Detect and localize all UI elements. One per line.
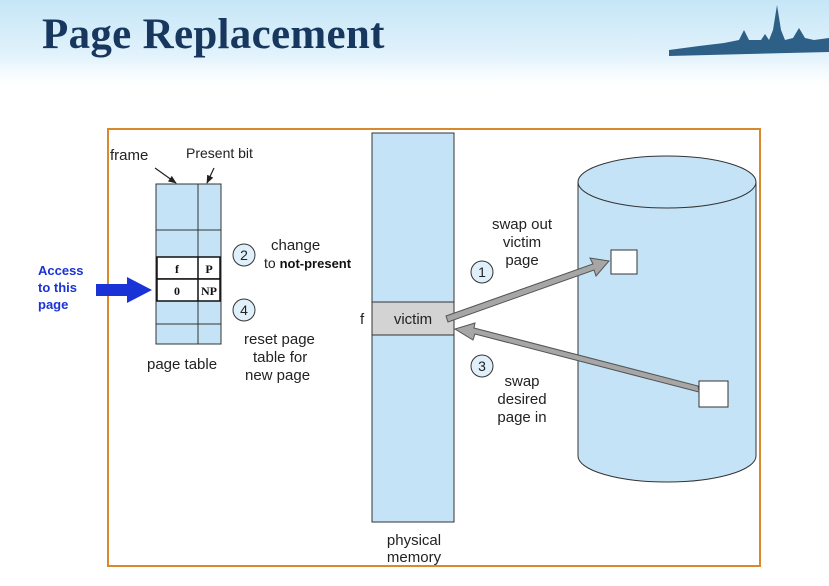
victim-label: victim: [394, 311, 432, 328]
svg-text:4: 4: [240, 302, 248, 318]
access-label-1: Access: [38, 263, 84, 278]
physical-memory: victim: [371, 132, 455, 523]
step-3-line3: page in: [497, 409, 546, 426]
victim-page-on-disk: [610, 249, 638, 275]
page-table-entry-not-present: [156, 278, 221, 302]
step-2-circle: [232, 243, 256, 267]
present-bit-label: Present bit: [186, 145, 253, 161]
access-label-2: to this: [38, 280, 77, 295]
disk: [577, 155, 757, 483]
diagram-frame: [107, 128, 761, 567]
step-3-line1: swap: [504, 373, 539, 390]
skyline-logo: [669, 5, 829, 56]
access-label-3: page: [38, 297, 68, 312]
step-1-line1: swap out: [492, 216, 553, 233]
entry-bit-np: NP: [201, 284, 217, 298]
slide-title: Page Replacement: [42, 11, 385, 58]
swap-out-arrow: [445, 257, 610, 323]
step-4-line2: table for: [253, 349, 307, 366]
entry-bit-p: P: [205, 262, 212, 276]
svg-text:1: 1: [478, 264, 486, 280]
physical-memory-line2: memory: [387, 549, 442, 566]
entry-frame-f: f: [175, 262, 180, 276]
step-4-circle: [232, 298, 256, 322]
step-1-line2: victim: [503, 234, 541, 251]
step-1-circle: [470, 260, 494, 284]
victim-frame: [371, 301, 455, 336]
page-table: f P 0 NP: [155, 183, 222, 345]
step-3-line2: desired: [497, 391, 546, 408]
frame-label: frame: [110, 147, 148, 164]
svg-text:3: 3: [478, 358, 486, 374]
step-4-line3: new page: [245, 367, 310, 384]
step-2-line2: to not-present: [264, 255, 352, 271]
step-1-line3: page: [505, 252, 538, 269]
svg-text:2: 2: [240, 247, 248, 263]
access-arrow: [96, 277, 152, 303]
physical-memory-line1: physical: [387, 532, 441, 549]
step-2-line1: change: [271, 237, 320, 254]
step-4-line1: reset page: [244, 331, 315, 348]
f-marker-label: f: [360, 311, 365, 328]
step-3-circle: [470, 354, 494, 378]
swap-in-arrow: [453, 322, 700, 393]
header-band: [0, 0, 829, 92]
desired-page-on-disk: [698, 380, 729, 408]
page-table-label: page table: [147, 356, 217, 373]
entry-frame-0: 0: [174, 284, 180, 298]
